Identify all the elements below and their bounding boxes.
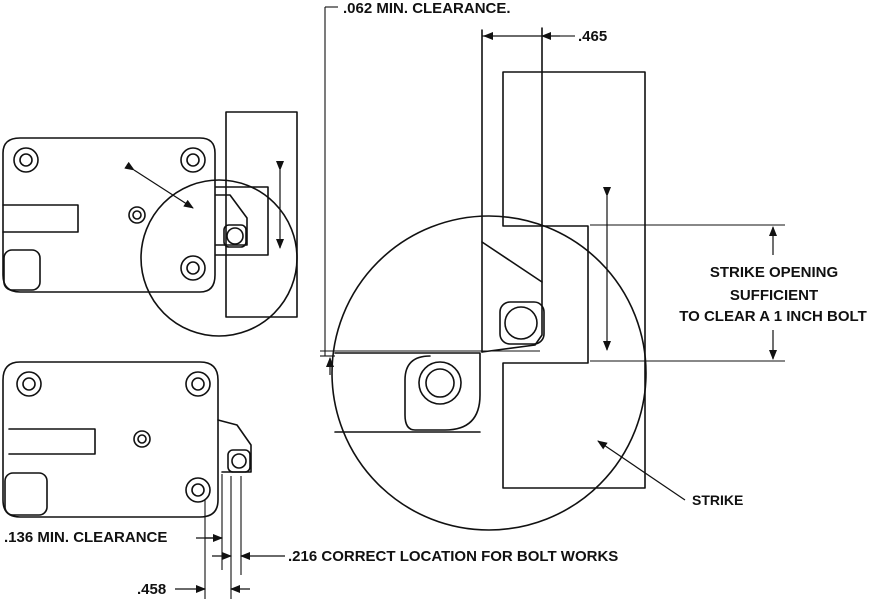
- screw-hole-bottom-view-bottom-right: [185, 477, 211, 503]
- bolt-bottom-view: [227, 449, 251, 473]
- screw-hole-bottom-right: [180, 255, 206, 281]
- screw-hole-top-left: [13, 147, 39, 173]
- screw-hole-bottom-view-top-left: [16, 371, 42, 397]
- lock-view-bottom-left: [2, 361, 285, 599]
- min-clearance-top-label: .062 MIN. CLEARANCE.: [343, 0, 511, 17]
- detail-view-large: [320, 6, 785, 531]
- bolt-large: [499, 301, 545, 345]
- strike-opening-label-1: STRIKE OPENING: [710, 264, 838, 281]
- bolt-small: [223, 224, 247, 248]
- detail-circle-large: [331, 215, 647, 531]
- strike-label: STRIKE: [692, 492, 743, 508]
- strike-plate-large: [502, 71, 646, 489]
- lock-view-top-left: [2, 111, 298, 337]
- dim-465-label: .465: [578, 28, 607, 45]
- strike-plate-small: [225, 111, 298, 318]
- strike-opening-label-2: SUFFICIENT: [730, 287, 818, 304]
- dim-458-label: .458: [137, 581, 166, 598]
- screw-hole-bottom-view-top-right: [185, 371, 211, 397]
- min-clearance-bottom-label: .136 MIN. CLEARANCE: [4, 529, 167, 546]
- strike-opening-label-3: TO CLEAR A 1 INCH BOLT: [679, 308, 867, 325]
- motion-arrow-diagonal: [124, 161, 194, 209]
- screw-hole-top-right: [180, 147, 206, 173]
- correct-location-label: .216 CORRECT LOCATION FOR BOLT WORKS: [288, 548, 618, 565]
- center-spindle: [128, 206, 146, 224]
- detail-circle-small: [140, 179, 298, 337]
